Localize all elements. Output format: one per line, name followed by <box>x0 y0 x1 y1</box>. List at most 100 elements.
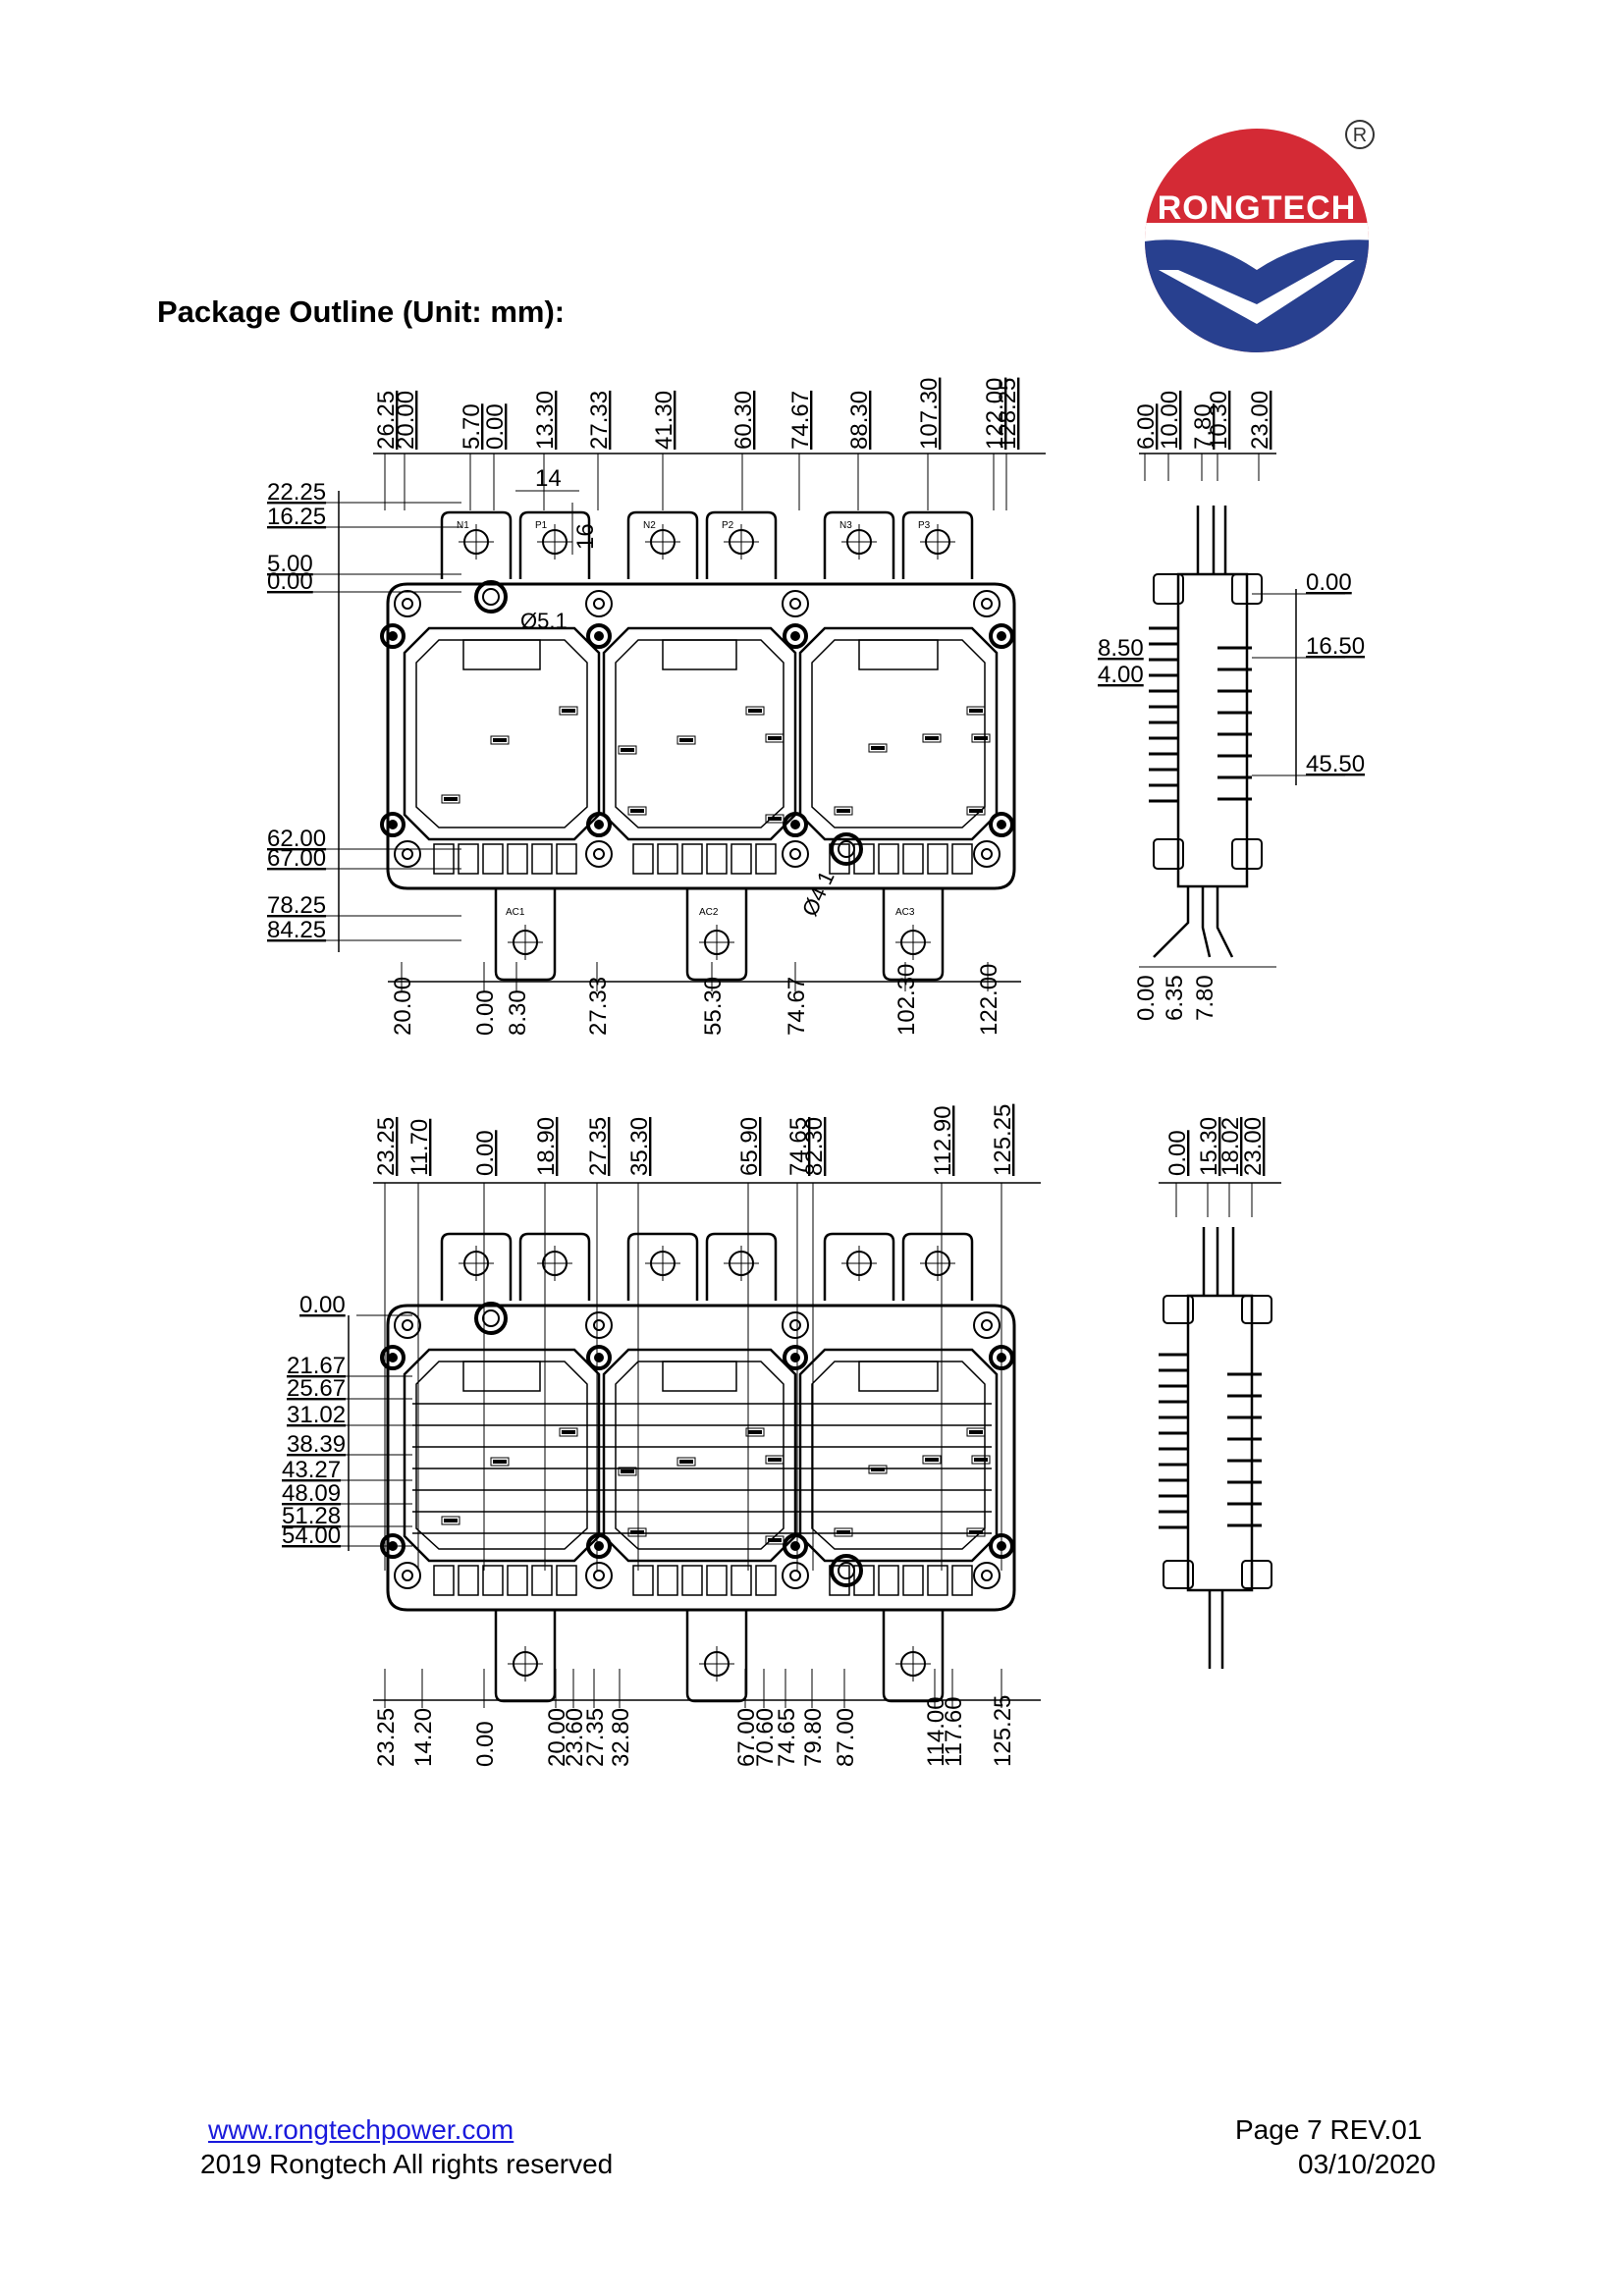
copyright-text: 2019 Rongtech All rights reserved <box>200 2149 614 2179</box>
dimension-label: 45.50 <box>1306 751 1365 777</box>
dimension-label: 7.80 <box>1192 975 1218 1021</box>
dimension-label: 74.65 <box>774 1708 800 1767</box>
dimension-label: 23.25 <box>373 1708 400 1767</box>
pin-label: AC3 <box>895 907 915 918</box>
dimension-label: 122.00 <box>982 378 1008 450</box>
dimension-label: 125.25 <box>990 1695 1016 1767</box>
dimension-label: 8.30 <box>505 989 531 1036</box>
dimension-label: 6.00 <box>1133 403 1160 450</box>
dimension-label: 27.33 <box>586 391 613 450</box>
dimension-label: 27.35 <box>585 1117 612 1176</box>
dimension-label: 87.00 <box>833 1708 859 1767</box>
dimension-label: 117.60 <box>941 1696 967 1767</box>
dimension-label: 0.00 <box>267 568 313 595</box>
dimension-label: 35.30 <box>626 1117 653 1176</box>
pin-label: P2 <box>722 520 734 531</box>
dimension-label: 55.30 <box>700 977 727 1036</box>
dimension-label: 23.00 <box>1240 1117 1267 1176</box>
dimension-label: 20.00 <box>390 977 416 1036</box>
dimension-label: 20.00 <box>393 391 419 450</box>
dimension-label: 74.65 <box>785 1117 812 1176</box>
pin-label: AC1 <box>506 907 525 918</box>
dimension-label: 21.67 <box>287 1353 346 1379</box>
dimension-label: 0.00 <box>472 1130 499 1176</box>
dimension-label: 102.30 <box>893 964 920 1036</box>
dimension-label: 14 <box>535 465 562 492</box>
dimension-label: 25.67 <box>287 1375 346 1402</box>
dimension-label: 48.09 <box>282 1480 341 1507</box>
dimension-label: 18.90 <box>533 1117 560 1176</box>
page-title: Package Outline (Unit: mm): <box>157 294 566 329</box>
dimension-label: 6.35 <box>1162 975 1188 1021</box>
dimension-label: 84.25 <box>267 917 326 943</box>
pin-label: P1 <box>535 520 548 531</box>
dimension-label: 4.00 <box>1098 662 1144 688</box>
dimension-label: 13.30 <box>532 391 559 450</box>
dimension-label: 26.25 <box>373 391 400 450</box>
dimension-label: 10.30 <box>1206 391 1232 450</box>
dimension-label: 107.30 <box>916 378 943 450</box>
dimension-label: 60.30 <box>730 391 757 450</box>
dimension-label: 0.00 <box>1306 569 1352 596</box>
registered-mark: R <box>1353 125 1367 146</box>
dimension-label: 0.00 <box>1164 1130 1191 1176</box>
dimension-label: 27.35 <box>582 1708 609 1767</box>
dimension-label: 23.25 <box>373 1117 400 1176</box>
website-link[interactable]: www.rongtechpower.com <box>208 2114 514 2145</box>
hole-note: Ø4.1 <box>797 867 839 920</box>
dimension-label: 65.90 <box>736 1117 763 1176</box>
dimension-label: 16 <box>572 523 599 550</box>
pin-label: N3 <box>839 520 852 531</box>
dimension-label: 128.25 <box>995 378 1021 450</box>
dimension-label: 112.90 <box>930 1105 956 1176</box>
dimension-label: 10.00 <box>1157 391 1183 450</box>
dimension-label: 0.00 <box>482 403 509 450</box>
pin-label: N2 <box>643 520 656 531</box>
dimension-label: 51.28 <box>282 1503 341 1529</box>
dimension-label: 0.00 <box>472 1721 499 1767</box>
dimension-label: 74.67 <box>784 977 810 1036</box>
dimension-label: 79.80 <box>800 1708 827 1767</box>
logo-brand-text: RONGTECH <box>1158 189 1357 227</box>
dimension-label: 23.00 <box>1247 391 1273 450</box>
dimension-label: 14.20 <box>410 1708 437 1767</box>
pin-label: AC2 <box>699 907 719 918</box>
dimension-label: 54.00 <box>282 1522 341 1549</box>
dimension-label: 16.50 <box>1306 633 1365 660</box>
dimension-label: 27.33 <box>585 977 612 1036</box>
dimension-label: 32.80 <box>608 1708 634 1767</box>
dimension-label: 74.67 <box>787 391 814 450</box>
hole-note: Ø5.1 <box>520 609 568 633</box>
dimension-label: 22.25 <box>267 479 326 506</box>
pin-label: N1 <box>457 520 469 531</box>
rongtech-logo: RONGTECH R <box>1141 120 1375 356</box>
dimension-label: 114.00 <box>923 1696 949 1767</box>
dimension-label: 67.00 <box>733 1708 760 1767</box>
dimension-label: 20.00 <box>544 1708 570 1767</box>
dimension-label: 88.30 <box>846 391 873 450</box>
dimension-label: 18.02 <box>1217 1117 1244 1176</box>
dimension-label: 82.30 <box>801 1117 828 1176</box>
dimension-label: 11.70 <box>406 1119 433 1176</box>
page-revision: Page 7 REV.01 <box>1235 2114 1423 2145</box>
dimension-label: 38.39 <box>287 1431 346 1458</box>
document-date: 03/10/2020 <box>1298 2149 1436 2179</box>
dimension-label: 67.00 <box>267 845 326 872</box>
dimension-label: 15.30 <box>1196 1117 1222 1176</box>
dimension-label: 31.02 <box>287 1402 346 1428</box>
dimension-label: 16.25 <box>267 504 326 530</box>
dimension-label: 5.00 <box>267 551 313 577</box>
dimension-label: 0.00 <box>299 1292 346 1318</box>
dimension-label: 0.00 <box>1133 975 1160 1021</box>
dimension-label: 0.00 <box>472 989 499 1036</box>
dimension-label: 78.25 <box>267 892 326 919</box>
dimension-label: 122.00 <box>976 964 1002 1036</box>
dimension-label: 43.27 <box>282 1457 341 1483</box>
pin-label: P3 <box>918 520 931 531</box>
dimension-label: 7.80 <box>1190 403 1217 450</box>
dimension-label: 70.60 <box>752 1708 779 1767</box>
dimension-label: 8.50 <box>1098 635 1144 662</box>
dimension-label: 62.00 <box>267 826 326 852</box>
dimension-label: 41.30 <box>651 391 677 450</box>
